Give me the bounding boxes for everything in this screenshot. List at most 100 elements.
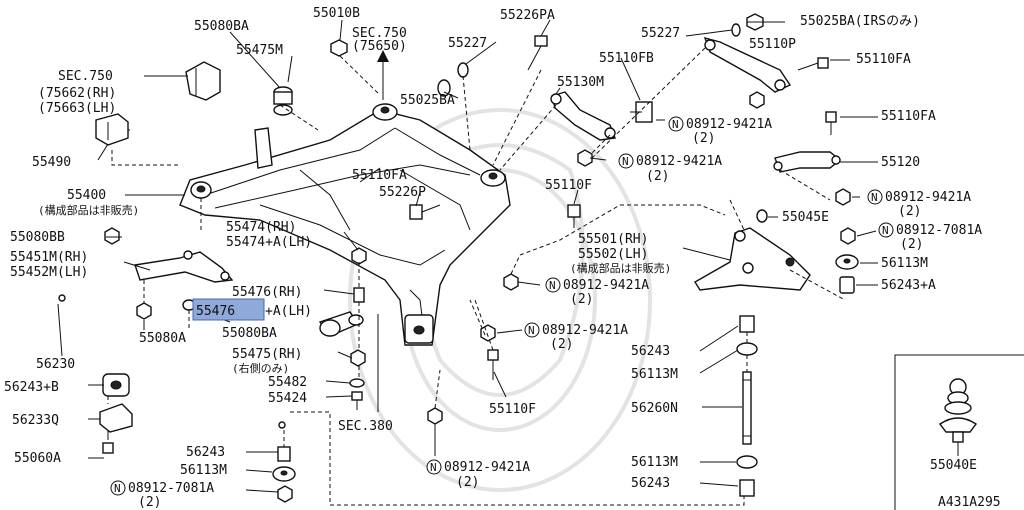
- svg-text:N: N: [528, 324, 535, 337]
- label-55010B[interactable]: 55010B: [313, 6, 360, 21]
- label-55451M[interactable]: 55451M(RH): [10, 250, 88, 265]
- bushing-56243-left: [277, 446, 291, 462]
- diagram-code: A431A295: [938, 495, 1001, 510]
- label-56243-right[interactable]: 56243: [631, 344, 670, 359]
- label-56113M-left[interactable]: 56113M: [180, 463, 227, 478]
- label-55474-lh[interactable]: 55474+A(LH): [226, 235, 312, 250]
- bushing-56113M-right-bot: [736, 455, 758, 469]
- highlight-55476[interactable]: [192, 298, 265, 321]
- label-55476-rh[interactable]: 55476(RH): [232, 285, 302, 300]
- label-08912-9421A-4[interactable]: 08912-9421A: [563, 278, 649, 293]
- nut-7081A-right: [840, 227, 856, 245]
- label-55226P[interactable]: 55226P: [379, 185, 426, 200]
- svg-text:N: N: [549, 279, 556, 292]
- label-56113M-right-3[interactable]: 56113M: [631, 455, 678, 470]
- label-55475-rh[interactable]: 55475(RH): [232, 347, 302, 362]
- label-55110F-low[interactable]: 55110F: [489, 402, 536, 417]
- label-55045E[interactable]: 55045E: [782, 210, 829, 225]
- label-08912-9421A-2[interactable]: 08912-9421A: [636, 154, 722, 169]
- bushing-55475: [318, 311, 364, 337]
- svg-text:N: N: [672, 118, 679, 131]
- nut-55080A: [136, 302, 152, 320]
- label-56113M-right-2[interactable]: 56113M: [631, 367, 678, 382]
- label-55226PA[interactable]: 55226PA: [500, 8, 555, 23]
- label-55501-rh[interactable]: 55501(RH): [578, 232, 648, 247]
- note-circle-8: N: [110, 480, 126, 496]
- label-55025BA-irs[interactable]: 55025BA(IRSのみ): [800, 14, 920, 29]
- label-55475-note: (右側のみ): [232, 361, 289, 375]
- note-circle-1: N: [668, 116, 684, 132]
- label-sec750-top-sub: (75650): [352, 39, 407, 54]
- label-55490[interactable]: 55490: [32, 155, 71, 170]
- label-55080A[interactable]: 55080A: [139, 331, 186, 346]
- label-sec750-left-b: (75663(LH): [38, 101, 116, 116]
- label-55475M[interactable]: 55475M: [236, 43, 283, 58]
- label-55400-note: (構成部品は非販売): [38, 203, 139, 217]
- label-56243-left[interactable]: 56243: [186, 445, 225, 460]
- label-55080BB[interactable]: 55080BB: [10, 230, 65, 245]
- label-08912-9421A-2-qty: (2): [646, 169, 669, 184]
- label-sec750-left[interactable]: SEC.750: [58, 69, 113, 84]
- bushing-55475M: [273, 86, 293, 116]
- label-08912-7081A-left[interactable]: 08912-7081A: [128, 481, 214, 496]
- label-55476-lh[interactable]: +A(LH): [265, 304, 312, 319]
- label-55025BA-mid[interactable]: 55025BA: [400, 93, 455, 108]
- bushing-56113M-right-top: [736, 342, 758, 356]
- label-08912-9421A-4-qty: (2): [570, 292, 593, 307]
- label-55120[interactable]: 55120: [881, 155, 920, 170]
- label-55110P[interactable]: 55110P: [749, 37, 796, 52]
- label-55040E[interactable]: 55040E: [930, 458, 977, 473]
- label-sec380[interactable]: SEC.380: [338, 419, 393, 434]
- bolt-55060A: [102, 430, 114, 454]
- bolt-55226PA: [527, 35, 548, 71]
- label-08912-9421A-6-qty: (2): [456, 475, 479, 490]
- bushing-56243B: [102, 373, 130, 397]
- label-08912-9421A-6[interactable]: 08912-9421A: [444, 460, 530, 475]
- note-circle-6: N: [524, 322, 540, 338]
- label-55110FA-r1[interactable]: 55110FA: [856, 52, 911, 67]
- clip-55040E: [938, 378, 978, 443]
- label-08912-9421A-3[interactable]: 08912-9421A: [885, 190, 971, 205]
- label-55474-rh[interactable]: 55474(RH): [226, 220, 296, 235]
- nut-arm-left: [503, 273, 519, 291]
- label-56230[interactable]: 56230: [36, 357, 75, 372]
- label-56113M-right[interactable]: 56113M: [881, 256, 928, 271]
- nut-55474: [351, 247, 367, 265]
- svg-text:N: N: [871, 191, 878, 204]
- label-56243-right-2[interactable]: 56243: [631, 476, 670, 491]
- label-55110FB[interactable]: 55110FB: [599, 51, 654, 66]
- label-55452M[interactable]: 55452M(LH): [10, 265, 88, 280]
- label-55227-right[interactable]: 55227: [641, 26, 680, 41]
- label-08912-9421A-5[interactable]: 08912-9421A: [542, 323, 628, 338]
- bushing-56113M-left: [272, 466, 296, 482]
- label-56243A-right[interactable]: 56243+A: [881, 278, 936, 293]
- nut-55080BB: [104, 227, 120, 245]
- washer-55227: [457, 62, 469, 78]
- label-55227-top[interactable]: 55227: [448, 36, 487, 51]
- label-55424[interactable]: 55424: [268, 391, 307, 406]
- label-55130M[interactable]: 55130M: [557, 75, 604, 90]
- label-55400[interactable]: 55400: [67, 188, 106, 203]
- bracket-sec750: [185, 61, 221, 101]
- label-55110F-mid[interactable]: 55110F: [545, 178, 592, 193]
- label-55080BA-mid[interactable]: 55080BA: [222, 326, 277, 341]
- label-08912-9421A-1[interactable]: 08912-9421A: [686, 117, 772, 132]
- label-sec750-top[interactable]: SEC.750: [352, 26, 407, 41]
- label-55502-lh[interactable]: 55502(LH): [578, 247, 648, 262]
- nut-55475: [350, 349, 366, 367]
- label-55060A[interactable]: 55060A: [14, 451, 61, 466]
- label-08912-7081A-right[interactable]: 08912-7081A: [896, 223, 982, 238]
- label-56233Q[interactable]: 56233Q: [12, 413, 59, 428]
- label-56243B[interactable]: 56243+B: [4, 380, 59, 395]
- washer-55227-right: [731, 23, 741, 37]
- label-55110FA-r2[interactable]: 55110FA: [881, 109, 936, 124]
- label-55080BA-top[interactable]: 55080BA: [194, 19, 249, 34]
- part-labels: 55080BA 55010B SEC.750 (75650) 55226PA 5…: [4, 6, 1001, 510]
- inset-box: [894, 354, 1024, 510]
- bolt-55025BA: [437, 79, 451, 97]
- label-55110FA-mid[interactable]: 55110FA: [352, 168, 407, 183]
- label-55482[interactable]: 55482: [268, 375, 307, 390]
- label-56260N[interactable]: 56260N: [631, 401, 678, 416]
- label-55476-highlighted[interactable]: 55476: [196, 304, 235, 319]
